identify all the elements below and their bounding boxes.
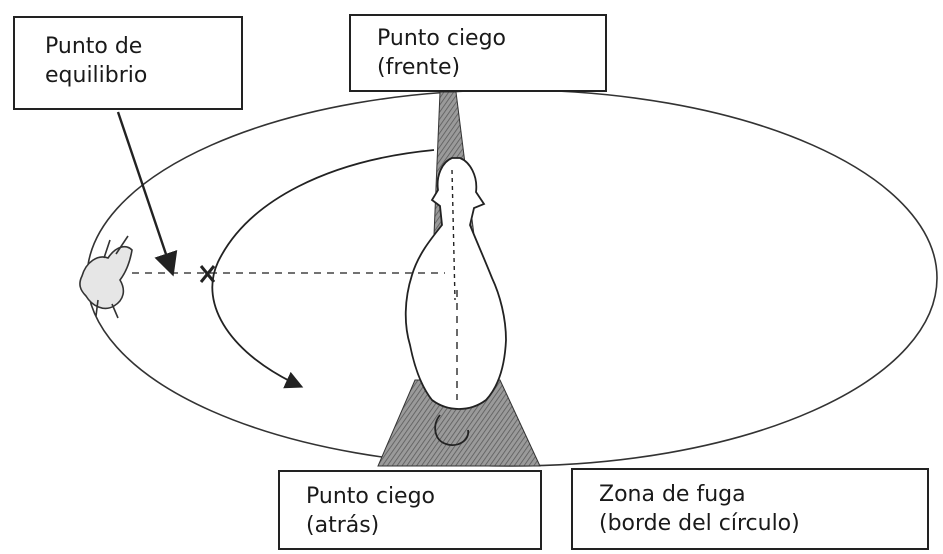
- label-blind-back-line2: (atrás): [306, 513, 380, 538]
- label-flight-zone: Zona de fuga (borde del círculo): [571, 468, 929, 550]
- label-equilibrium-line1: Punto de: [45, 34, 143, 59]
- label-blind-front-line1: Punto ciego: [377, 26, 507, 51]
- cow-icon: [404, 157, 507, 446]
- label-blind-back-line1: Punto ciego: [306, 484, 436, 509]
- label-flight-zone-line1: Zona de fuga: [599, 482, 746, 507]
- label-blind-front-line2: (frente): [377, 55, 461, 80]
- handler-icon: [79, 235, 133, 319]
- label-blind-spot-front: Punto ciego (frente): [349, 14, 607, 92]
- label-blind-spot-back: Punto ciego (atrás): [278, 470, 542, 550]
- label-equilibrium-line2: equilibrio: [45, 63, 148, 88]
- equilibrium-pointer: [116, 111, 178, 277]
- label-equilibrium-point: Punto de equilibrio: [13, 16, 243, 110]
- label-flight-zone-line2: (borde del círculo): [599, 511, 800, 536]
- movement-arrow: [211, 149, 435, 389]
